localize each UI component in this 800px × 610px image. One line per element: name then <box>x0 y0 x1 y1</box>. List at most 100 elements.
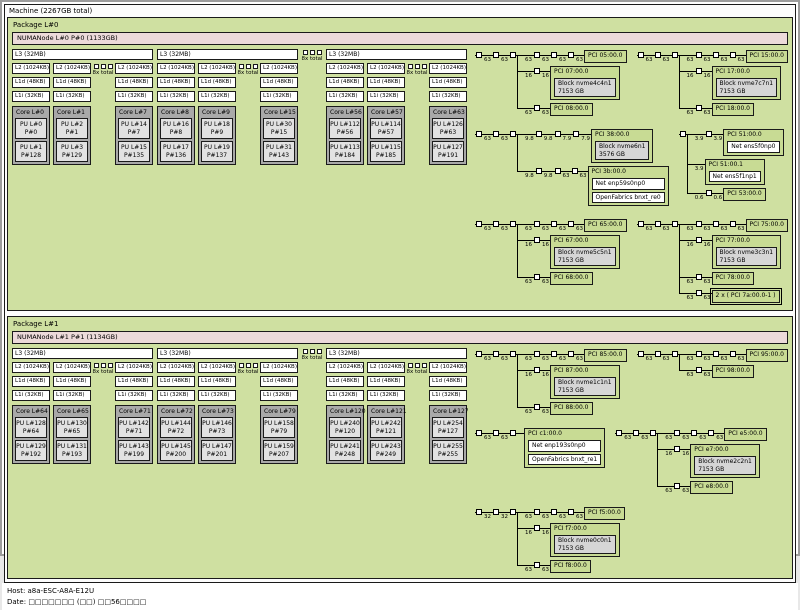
link-speed-label: 63 <box>559 514 566 520</box>
pci-branch-vline <box>517 224 518 278</box>
net-device: Net enp59s0np0 <box>591 178 665 190</box>
bridge-square <box>568 52 574 58</box>
pu-physical-label: P#120 <box>334 427 356 435</box>
pu-logical-label: PU L#243 <box>371 443 401 450</box>
pu-physical-label: P#79 <box>270 427 288 435</box>
bridge-square <box>476 52 482 58</box>
pu-physical-label: P#128 <box>20 151 42 159</box>
pu-physical-label: P#64 <box>22 427 40 435</box>
collapse-count-label: 8x total <box>237 369 259 375</box>
link-speed-label: 63 <box>699 435 707 441</box>
core-label: Core L#0 <box>16 109 44 116</box>
bridge-square <box>510 509 516 515</box>
block-device-label: Block nvme6n1 <box>599 143 646 150</box>
link-speed-label: 63 <box>645 226 653 232</box>
bridge-square <box>695 290 702 296</box>
collapse-dot <box>252 363 258 368</box>
bridge-square <box>705 131 712 137</box>
pci-link-chain: 3.9 <box>693 159 705 172</box>
package-label: Package L#1 <box>13 320 59 328</box>
link-speed-label: 63 <box>501 435 508 441</box>
block-device-label: 7153 GB <box>558 87 584 95</box>
link-speed-label: 63 <box>484 356 491 362</box>
collapse-dot <box>414 363 420 368</box>
pu-physical-label: P#199 <box>123 450 145 458</box>
bridge-square <box>535 168 542 174</box>
link-speed-label: 16 <box>542 242 549 248</box>
bridge-square <box>695 105 702 111</box>
link-speed-label: 63 <box>501 57 508 63</box>
pci-device-label: PCI c1:00.0 <box>528 430 562 437</box>
link-speed-label: 63 <box>484 226 491 232</box>
collapse-count-label: 8x total <box>406 70 428 76</box>
l2-cache: L2 (1024KB) <box>12 362 50 373</box>
bridge-square <box>671 52 678 58</box>
pu-logical-label: PU L#240 <box>330 420 360 427</box>
link-speed-label: 63 <box>686 372 694 378</box>
core-label: Core L#65 <box>57 408 89 415</box>
link-speed-label: 63 <box>686 356 694 362</box>
pu-physical-label: P#65 <box>63 427 81 435</box>
collapse-count-label: 8x total <box>301 56 323 62</box>
core-label: Core L#120 <box>330 408 366 415</box>
core-column: L2 (1024KB)L1d (48KB)L1i (32KB)Core L#63… <box>429 63 467 165</box>
pci-device-label: PCI 78:00.0 <box>715 274 751 281</box>
l1i-cache: L1i (32KB) <box>260 390 298 401</box>
bridge-square <box>493 509 499 515</box>
core-columns: L2 (1024KB)L1d (48KB)L1i (32KB)Core L#72… <box>157 362 298 464</box>
link-speed-label: 16 <box>686 73 694 79</box>
collapse-dot <box>316 50 322 55</box>
pu-logical-label: PU L#242 <box>371 420 401 427</box>
link-speed-label: 16 <box>686 242 694 248</box>
pci-device-label: PCI f8:00.0 <box>554 562 587 569</box>
l3-cache: L3 (32MB) <box>12 348 153 359</box>
core-label: Core L#9 <box>202 109 230 116</box>
link-speed-label: 7.9 <box>562 136 572 142</box>
link-speed-label: 0.6 <box>694 195 704 201</box>
core-column: L2 (1024KB)L1d (48KB)L1i (32KB)Core L#56… <box>326 63 364 165</box>
net-device-label: Net enp59s0np0 <box>595 180 646 187</box>
link-speed-label: 63 <box>686 226 694 232</box>
core-label: Core L#15 <box>264 109 296 116</box>
pu-logical-label: PU L#17 <box>163 144 189 151</box>
collapse-dots <box>302 349 322 354</box>
link-speed-label: 63 <box>562 173 570 179</box>
pci-device-label: PCI e8:00.0 <box>694 483 729 490</box>
link-speed-label: 63 <box>662 356 670 362</box>
pci-device-label: PCI 68:00.0 <box>554 274 589 281</box>
link-speed-label: 63 <box>525 226 532 232</box>
bridge-square <box>510 221 516 227</box>
pu-logical-label: PU L#14 <box>121 121 147 128</box>
link-speed-label: 9.8 <box>543 173 553 179</box>
link-speed-label: 63 <box>686 110 694 116</box>
link-speed-label: 16 <box>525 372 532 378</box>
collapse-dot <box>309 50 315 55</box>
link-speed-label: 63 <box>682 435 690 441</box>
bridge-square <box>695 351 702 357</box>
link-speed-label: 63 <box>501 226 508 232</box>
pci-device-label: PCI 3b:00.0 <box>591 168 627 175</box>
link-speed-label: 63 <box>703 295 711 301</box>
l3-group: L3 (32MB)L2 (1024KB)L1d (48KB)L1i (32KB)… <box>326 49 467 165</box>
l1i-cache: L1i (32KB) <box>198 390 236 401</box>
pu-logical-label: PU L#127 <box>433 144 463 151</box>
collapse-dots <box>93 64 113 69</box>
core-column: L2 (1024KB)L1d (48KB)L1i (32KB)Core L#64… <box>12 362 50 464</box>
core-label: Core L#71 <box>119 408 151 415</box>
link-speed-label: 16 <box>542 73 549 79</box>
